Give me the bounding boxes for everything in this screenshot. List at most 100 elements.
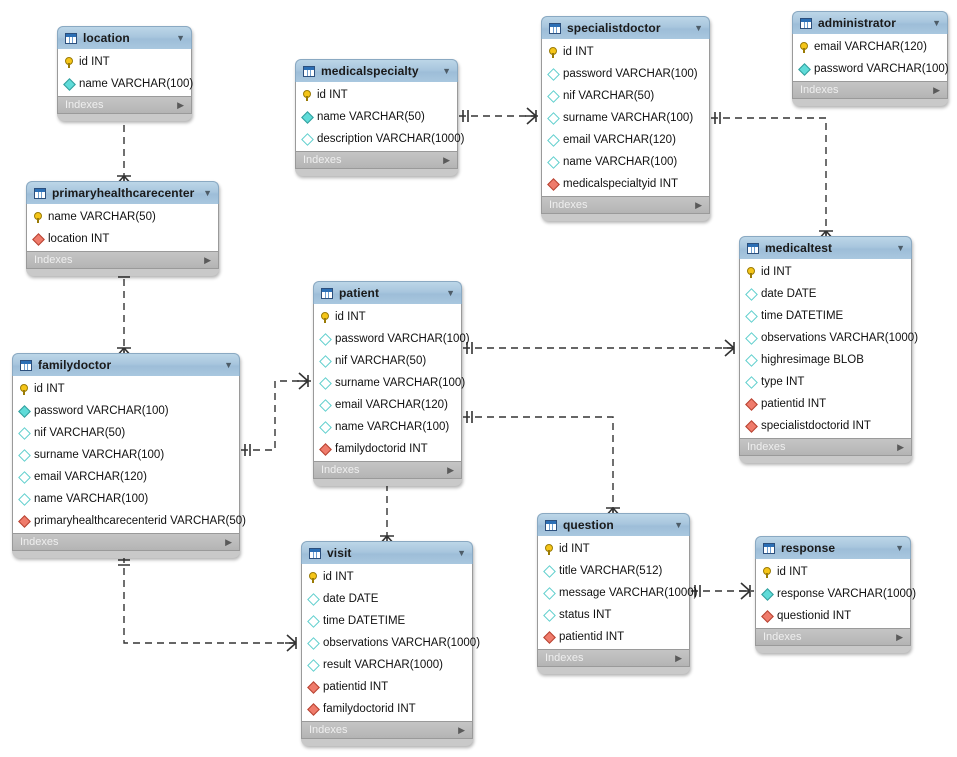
column-row[interactable]: name VARCHAR(100) [542, 151, 709, 173]
column-row[interactable]: surname VARCHAR(100) [314, 372, 465, 394]
column-row[interactable]: password VARCHAR(100) [542, 63, 709, 85]
chevron-right-icon[interactable]: ▶ [443, 154, 450, 165]
chevron-down-icon[interactable]: ▼ [176, 32, 185, 43]
indexes-bar-visit[interactable]: Indexes▶ [301, 721, 473, 739]
column-row[interactable]: nif VARCHAR(50) [13, 422, 239, 444]
table-header-location[interactable]: location▼ [57, 26, 192, 49]
indexes-bar-specialistdoctor[interactable]: Indexes▶ [541, 196, 710, 214]
column-row[interactable]: id INT [314, 306, 461, 328]
column-row[interactable]: time DATETIME [740, 305, 911, 327]
column-row[interactable]: title VARCHAR(512) [538, 560, 689, 582]
column-row[interactable]: name VARCHAR(50) [27, 206, 218, 228]
indexes-bar-patient[interactable]: Indexes▶ [313, 461, 462, 479]
column-row[interactable]: password VARCHAR(100) [13, 400, 239, 422]
column-row[interactable]: id INT [58, 51, 191, 73]
column-row[interactable]: id INT [13, 378, 239, 400]
column-row[interactable]: email VARCHAR(120) [314, 394, 461, 416]
chevron-down-icon[interactable]: ▼ [224, 359, 233, 370]
indexes-bar-medicalspecialty[interactable]: Indexes▶ [295, 151, 458, 169]
chevron-right-icon[interactable]: ▶ [933, 84, 940, 95]
table-header-familydoctor[interactable]: familydoctor▼ [12, 353, 240, 376]
indexes-bar-primaryhealthcarecenter[interactable]: Indexes▶ [26, 251, 219, 269]
chevron-right-icon[interactable]: ▶ [897, 441, 904, 452]
chevron-right-icon[interactable]: ▶ [695, 199, 702, 210]
column-row[interactable]: response VARCHAR(1000) [756, 583, 916, 605]
column-row[interactable]: patientid INT [302, 676, 472, 698]
column-row[interactable]: email VARCHAR(120) [13, 466, 239, 488]
table-header-medicalspecialty[interactable]: medicalspecialty▼ [295, 59, 458, 82]
column-row[interactable]: questionid INT [756, 605, 910, 627]
column-row[interactable]: id INT [740, 261, 911, 283]
column-row[interactable]: observations VARCHAR(1000) [740, 327, 918, 349]
column-row[interactable]: password VARCHAR(100) [793, 58, 949, 80]
table-header-specialistdoctor[interactable]: specialistdoctor▼ [541, 16, 710, 39]
column-row[interactable]: nif VARCHAR(50) [542, 85, 709, 107]
chevron-right-icon[interactable]: ▶ [447, 464, 454, 475]
indexes-bar-location[interactable]: Indexes▶ [57, 96, 192, 114]
column-row[interactable]: type INT [740, 371, 911, 393]
column-row[interactable]: id INT [538, 538, 689, 560]
chevron-right-icon[interactable]: ▶ [896, 631, 903, 642]
indexes-bar-medicaltest[interactable]: Indexes▶ [739, 438, 912, 456]
chevron-down-icon[interactable]: ▼ [895, 542, 904, 553]
column-row[interactable]: name VARCHAR(50) [296, 106, 457, 128]
indexes-bar-administrator[interactable]: Indexes▶ [792, 81, 948, 99]
table-header-response[interactable]: response▼ [755, 536, 911, 559]
chevron-down-icon[interactable]: ▼ [203, 187, 212, 198]
chevron-down-icon[interactable]: ▼ [442, 65, 451, 76]
table-administrator[interactable]: administrator▼email VARCHAR(120)password… [792, 11, 949, 106]
column-row[interactable]: date DATE [302, 588, 472, 610]
column-row[interactable]: familydoctorid INT [302, 698, 472, 720]
column-row[interactable]: medicalspecialtyid INT [542, 173, 709, 195]
column-row[interactable]: time DATETIME [302, 610, 472, 632]
column-row[interactable]: name VARCHAR(100) [13, 488, 239, 510]
table-header-question[interactable]: question▼ [537, 513, 690, 536]
column-row[interactable]: email VARCHAR(120) [542, 129, 709, 151]
column-row[interactable]: surname VARCHAR(100) [13, 444, 239, 466]
column-row[interactable]: result VARCHAR(1000) [302, 654, 472, 676]
column-row[interactable]: primaryhealthcarecenterid VARCHAR(50) [13, 510, 246, 532]
column-row[interactable]: description VARCHAR(1000) [296, 128, 464, 150]
chevron-down-icon[interactable]: ▼ [694, 22, 703, 33]
table-primaryhealthcarecenter[interactable]: primaryhealthcarecenter▼name VARCHAR(50)… [26, 181, 219, 276]
column-row[interactable]: nif VARCHAR(50) [314, 350, 461, 372]
indexes-bar-familydoctor[interactable]: Indexes▶ [12, 533, 240, 551]
column-row[interactable]: date DATE [740, 283, 911, 305]
column-row[interactable]: status INT [538, 604, 689, 626]
chevron-down-icon[interactable]: ▼ [932, 17, 941, 28]
chevron-down-icon[interactable]: ▼ [674, 519, 683, 530]
indexes-bar-question[interactable]: Indexes▶ [537, 649, 690, 667]
column-row[interactable]: familydoctorid INT [314, 438, 461, 460]
column-row[interactable]: specialistdoctorid INT [740, 415, 911, 437]
column-row[interactable]: id INT [756, 561, 910, 583]
column-row[interactable]: password VARCHAR(100) [314, 328, 470, 350]
column-row[interactable]: id INT [542, 41, 709, 63]
chevron-right-icon[interactable]: ▶ [204, 254, 211, 265]
column-row[interactable]: location INT [27, 228, 218, 250]
column-row[interactable]: id INT [302, 566, 472, 588]
column-row[interactable]: surname VARCHAR(100) [542, 107, 709, 129]
table-header-visit[interactable]: visit▼ [301, 541, 473, 564]
table-header-patient[interactable]: patient▼ [313, 281, 462, 304]
column-row[interactable]: id INT [296, 84, 457, 106]
chevron-down-icon[interactable]: ▼ [446, 287, 455, 298]
column-row[interactable]: name VARCHAR(100) [314, 416, 461, 438]
column-row[interactable]: email VARCHAR(120) [793, 36, 947, 58]
chevron-down-icon[interactable]: ▼ [457, 547, 466, 558]
chevron-right-icon[interactable]: ▶ [177, 99, 184, 110]
table-header-primaryhealthcarecenter[interactable]: primaryhealthcarecenter▼ [26, 181, 219, 204]
indexes-bar-response[interactable]: Indexes▶ [755, 628, 911, 646]
chevron-right-icon[interactable]: ▶ [675, 652, 682, 663]
chevron-down-icon[interactable]: ▼ [896, 242, 905, 253]
table-header-medicaltest[interactable]: medicaltest▼ [739, 236, 912, 259]
